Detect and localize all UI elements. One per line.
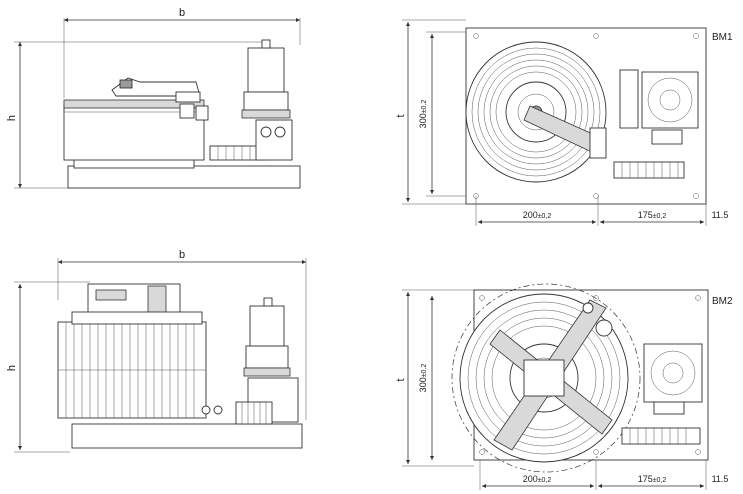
swept-circle: [451, 283, 641, 473]
dim-edge-label: 11.5: [712, 474, 729, 484]
side-view-top: b h: [6, 7, 301, 189]
dim-175-label: 175±0,2: [638, 210, 667, 220]
dim-b-label: b: [179, 249, 185, 261]
fan-unit: [643, 343, 703, 403]
dim-200-label: 200±0,2: [523, 210, 552, 220]
dim-h-label: h: [6, 365, 18, 371]
dim-t-label: t: [395, 114, 407, 117]
wiper-arm: [111, 77, 201, 97]
dim-175-label: 175±0,2: [638, 474, 667, 484]
plan-view-bm2: BM2 t 300±0.2 200±0,2 175±0,2 11.5: [395, 283, 733, 490]
dim-h-label: h: [6, 115, 18, 121]
dim-edge-label: 11.5: [712, 210, 729, 220]
plan-view-bm1: BM1 t 300±0.2 200±0,2 175±0,2 11.5: [395, 19, 733, 226]
fan-unit: [641, 71, 699, 129]
dim-200-label: 200±0,2: [523, 474, 552, 484]
terminal-strip: [613, 161, 685, 179]
terminal-strip: [621, 427, 701, 445]
motor: [249, 305, 285, 347]
model-label-bm2: BM2: [712, 296, 733, 307]
dim-300-label: 300±0.2: [418, 100, 428, 129]
motor: [247, 47, 285, 93]
model-label-bm1: BM1: [712, 32, 733, 43]
dim-300-label: 300±0.2: [418, 364, 428, 393]
dim-t-label: t: [395, 378, 407, 381]
side-view-bottom: b h: [6, 249, 307, 453]
dim-b-label: b: [179, 7, 185, 19]
base-plate: [71, 423, 303, 449]
base-plate: [67, 165, 301, 189]
